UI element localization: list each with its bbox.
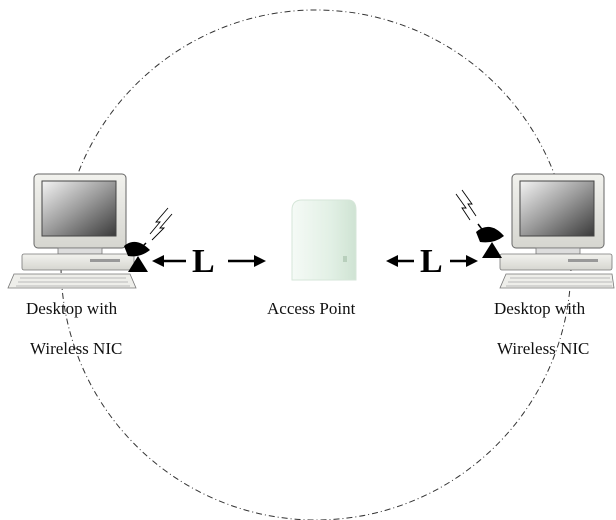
left-distance-arrows — [152, 255, 266, 267]
access-point-icon — [291, 199, 357, 281]
left-distance-label: L — [192, 243, 215, 280]
left-dish-antenna-icon — [124, 207, 173, 272]
right-desktop-icon — [499, 173, 615, 289]
left-desktop-icon — [7, 173, 137, 289]
right-distance-arrows — [386, 255, 478, 267]
right-dish-antenna-icon — [455, 189, 504, 258]
access-point-label: Access Point — [267, 299, 356, 318]
left-station-label-line1: Desktop with — [26, 299, 118, 318]
right-distance-label: L — [420, 243, 443, 280]
left-station-label-line2: Wireless NIC — [30, 339, 123, 358]
right-station-label-line1: Desktop with — [494, 299, 586, 318]
right-station-label-line2: Wireless NIC — [497, 339, 590, 358]
